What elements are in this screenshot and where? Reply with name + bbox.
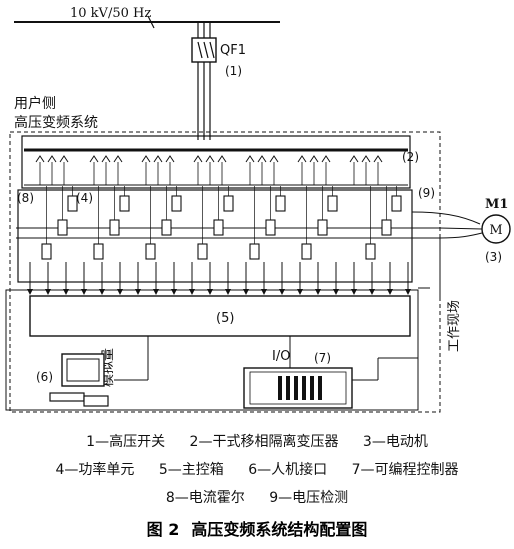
motor: M M1 (3) bbox=[481, 197, 511, 264]
supply-voltage-label: 10 kV/50 Hz bbox=[70, 6, 151, 21]
power-unit-cell bbox=[327, 195, 338, 212]
power-unit-cell bbox=[57, 219, 68, 236]
legend-item-6: 6—人机接口 bbox=[248, 462, 328, 478]
figure-title: 图 2 高压变频系统结构配置图 bbox=[0, 516, 514, 540]
current-hall-number: (8) bbox=[17, 191, 34, 205]
legend-item-5: 5—主控箱 bbox=[158, 462, 224, 478]
plc bbox=[243, 367, 353, 409]
winding-symbol-icon bbox=[205, 155, 215, 163]
transformer-secondary-windings bbox=[35, 155, 383, 185]
breaker-label: QF1 bbox=[220, 43, 246, 58]
winding-symbol-icon bbox=[269, 155, 279, 163]
power-unit-cell bbox=[391, 195, 402, 212]
transformer: (2) bbox=[21, 135, 419, 189]
winding-symbol-icon bbox=[309, 155, 319, 163]
main-controller bbox=[29, 295, 411, 337]
legend-item-7: 7—可编程控制器 bbox=[351, 462, 459, 478]
power-unit-cell bbox=[317, 219, 328, 236]
supply-bus: 10 kV/50 Hz bbox=[14, 6, 280, 29]
plc-io-module bbox=[302, 376, 306, 400]
winding-symbol-icon bbox=[89, 155, 99, 163]
system-label: 高压变频系统 bbox=[14, 114, 98, 131]
power-cell-frame bbox=[17, 189, 413, 283]
motor-feed bbox=[411, 211, 483, 239]
plc-io-module bbox=[310, 376, 314, 400]
control-wiring bbox=[5, 238, 441, 411]
power-unit-cell bbox=[93, 243, 104, 260]
winding-symbol-icon bbox=[361, 155, 371, 163]
power-unit-cell bbox=[197, 243, 208, 260]
plc-io-module bbox=[286, 376, 290, 400]
power-unit-cell bbox=[365, 243, 376, 260]
plc-io-module bbox=[278, 376, 282, 400]
power-unit-number: (4) bbox=[76, 191, 93, 205]
analog-label: 模拟量 bbox=[101, 348, 116, 387]
legend-item-1: 1—高压开关 bbox=[86, 434, 166, 450]
power-unit-cell bbox=[171, 195, 182, 212]
winding-symbol-icon bbox=[165, 155, 175, 163]
control-leads bbox=[27, 262, 411, 295]
plc-io-modules bbox=[278, 376, 322, 400]
plc-io-module bbox=[318, 376, 322, 400]
winding-symbol-icon bbox=[321, 155, 331, 163]
power-unit-cell bbox=[301, 243, 312, 260]
legend-row-2: 4—功率单元 5—主控箱 6—人机接口 7—可编程控制器 bbox=[0, 459, 514, 479]
winding-symbol-icon bbox=[217, 155, 227, 163]
power-unit-cell bbox=[249, 243, 260, 260]
power-units bbox=[41, 186, 402, 260]
figure-caption: 高压变频系统结构配置图 bbox=[191, 520, 368, 539]
winding-symbol-icon bbox=[141, 155, 151, 163]
motor-number: (3) bbox=[485, 250, 502, 264]
winding-symbol-icon bbox=[113, 155, 123, 163]
power-unit-cell bbox=[381, 219, 392, 236]
legend-item-8: 8—电流霍尔 bbox=[165, 490, 245, 506]
hmi-computer bbox=[49, 353, 109, 407]
plc-number: (7) bbox=[314, 351, 331, 365]
figure-number: 图 2 bbox=[146, 520, 180, 539]
legend-item-2: 2—干式移相隔离变压器 bbox=[189, 434, 339, 450]
power-unit-cell bbox=[161, 219, 172, 236]
winding-symbol-icon bbox=[349, 155, 359, 163]
winding-symbol-icon bbox=[35, 155, 45, 163]
controller-number: (5) bbox=[216, 311, 234, 326]
breaker-qf1: QF1 (1) bbox=[191, 22, 246, 140]
winding-symbol-icon bbox=[47, 155, 57, 163]
winding-symbol-icon bbox=[245, 155, 255, 163]
plc-io-module bbox=[294, 376, 298, 400]
winding-symbol-icon bbox=[257, 155, 267, 163]
motor-symbol: M bbox=[489, 223, 502, 238]
power-unit-cell bbox=[145, 243, 156, 260]
power-unit-cell bbox=[109, 219, 120, 236]
winding-symbol-icon bbox=[297, 155, 307, 163]
motor-label: M1 bbox=[485, 197, 508, 212]
power-unit-cell bbox=[41, 243, 52, 260]
legend-item-3: 3—电动机 bbox=[362, 434, 428, 450]
power-unit-cell bbox=[213, 219, 224, 236]
winding-symbol-icon bbox=[193, 155, 203, 163]
legend-row-1: 1—高压开关 2—干式移相隔离变压器 3—电动机 bbox=[0, 431, 514, 451]
user-side-label: 用户侧 bbox=[14, 95, 56, 112]
legend-item-9: 9—电压检测 bbox=[269, 490, 349, 506]
power-unit-cell bbox=[119, 195, 130, 212]
io-label: I/O bbox=[272, 349, 290, 364]
breaker-number: (1) bbox=[225, 64, 242, 78]
field-label: 工作现场 bbox=[447, 300, 462, 352]
power-unit-cell bbox=[223, 195, 234, 212]
winding-symbol-icon bbox=[373, 155, 383, 163]
power-unit-cell bbox=[265, 219, 276, 236]
winding-symbol-icon bbox=[59, 155, 69, 163]
hmi-number: (6) bbox=[36, 370, 53, 384]
winding-symbol-icon bbox=[153, 155, 163, 163]
voltage-detect-number: (9) bbox=[418, 186, 435, 200]
power-unit-cell bbox=[275, 195, 286, 212]
winding-symbol-icon bbox=[101, 155, 111, 163]
legend-item-4: 4—功率单元 bbox=[55, 462, 135, 478]
legend-row-3: 8—电流霍尔 9—电压检测 bbox=[0, 487, 514, 507]
transformer-number: (2) bbox=[402, 150, 419, 164]
